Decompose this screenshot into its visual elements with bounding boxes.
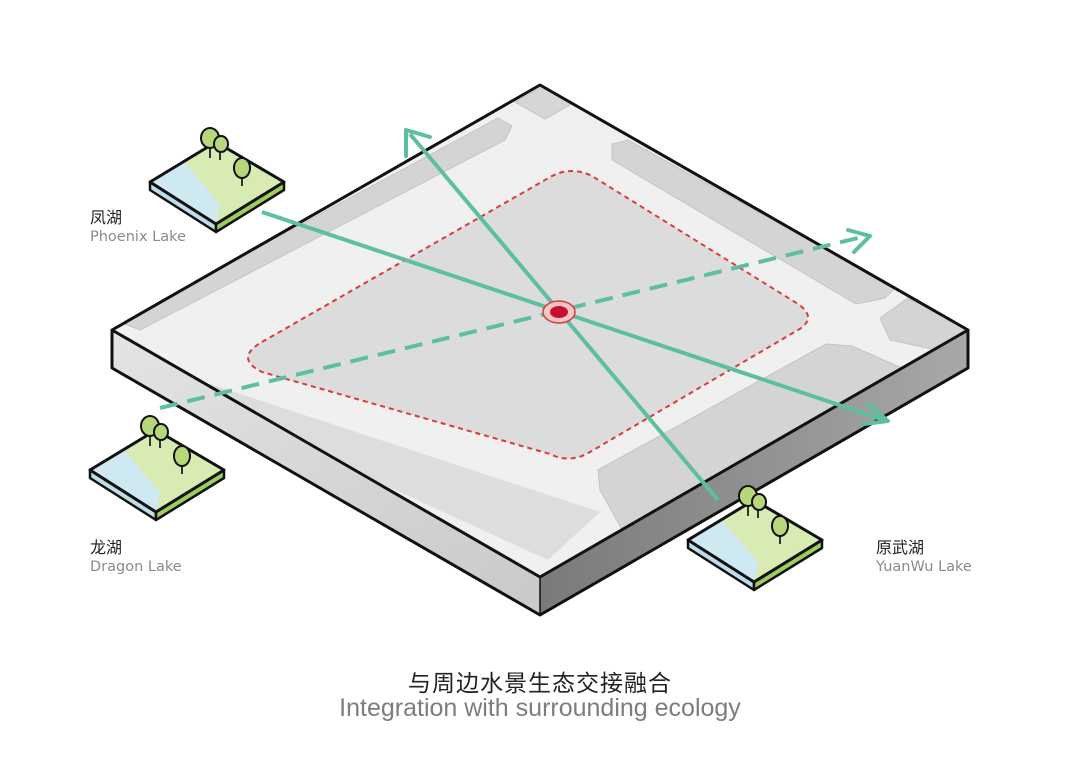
site-slab: [110, 83, 970, 617]
dragon-lake-name-en: Dragon Lake: [90, 559, 182, 575]
tree-icon: [200, 127, 251, 186]
lake-tile-phoenix: [148, 127, 286, 234]
dragon-lake-name-cn: 龙湖: [90, 538, 123, 557]
core-area-boundary: [247, 170, 809, 460]
phoenix-lake-name-en: Phoenix Lake: [90, 229, 186, 245]
phoenix-lake-name-cn: 凤湖: [90, 208, 123, 227]
caption-english: Integration with surrounding ecology: [339, 694, 741, 722]
yuanwu-lake-label: 原武湖 YuanWu Lake: [876, 538, 972, 576]
axis-dragon: [159, 234, 867, 410]
arrow-head-icon: [846, 228, 872, 254]
center-point-icon: [542, 300, 576, 324]
block-north-left: [118, 117, 513, 331]
lake-tile-icon: [88, 428, 226, 522]
lake-tile-yuanwu: [686, 485, 824, 592]
slab-left-side: [112, 330, 540, 615]
block-north-right: [611, 139, 896, 305]
dragon-lake-label: 龙湖 Dragon Lake: [90, 538, 182, 576]
lake-tile-icon: [148, 140, 286, 234]
arrow-head-icon: [404, 128, 432, 158]
phoenix-lake-label: 凤湖 Phoenix Lake: [90, 208, 186, 246]
yuanwu-lake-name-cn: 原武湖: [876, 538, 925, 557]
tree-icon: [140, 415, 191, 474]
slab-right-side: [540, 330, 968, 615]
arrow-head-icon: [862, 402, 890, 426]
caption-chinese: 与周边水景生态交接融合: [408, 671, 672, 697]
tree-icon: [738, 485, 789, 544]
lake-tile-icon: [686, 498, 824, 592]
lake-tile-dragon: [88, 415, 226, 522]
yuanwu-lake-name-en: YuanWu Lake: [876, 559, 972, 575]
